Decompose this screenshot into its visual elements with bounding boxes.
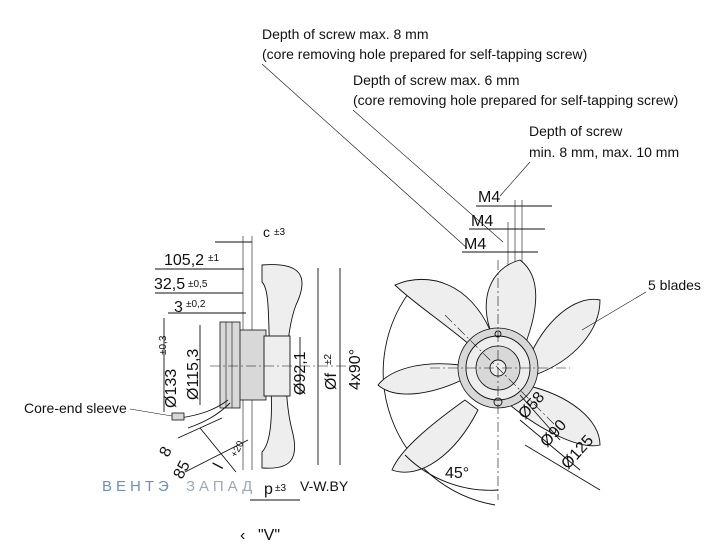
leader-blades <box>581 291 647 331</box>
m4-label-middle: M4 <box>471 213 493 230</box>
dim-133-label: Ø133 <box>163 369 180 408</box>
front-view: Ø58 Ø90 Ø125 45° <box>377 259 601 506</box>
leader-screw-1 <box>261 63 468 249</box>
leader-core-end-sleeve <box>129 408 173 417</box>
dim-3-tolerance: ±0,2 <box>186 299 206 310</box>
dim-125-line <box>524 444 601 491</box>
front-center-line-diag <box>444 314 561 431</box>
core-end-sleeve-shape <box>171 412 185 421</box>
cable-2 <box>187 402 231 429</box>
blade-1 <box>394 278 491 346</box>
blade-6 <box>377 363 463 395</box>
m4-label-top: M4 <box>478 189 500 206</box>
watermark-left: ВЕНТЭ <box>102 478 173 495</box>
dim-f-label: Øf <box>323 373 340 390</box>
screw-depth-1-note: (core removing hole prepared for self-ta… <box>262 46 587 62</box>
screw-depth-2-note: (core removing hole prepared for self-ta… <box>353 92 678 108</box>
dim-c-label: c <box>263 224 270 240</box>
dim-c-tolerance: ±3 <box>274 227 285 238</box>
blade-2 <box>485 259 537 346</box>
dim-f-tolerance: ±2 <box>323 354 334 365</box>
core-end-sleeve-label: Core-end sleeve <box>24 400 127 416</box>
blade-3 <box>527 298 601 376</box>
cable-1 <box>179 399 229 419</box>
dim-133-tolerance: ±0,3 <box>158 335 169 355</box>
dim-p-tolerance: ±3 <box>275 483 286 494</box>
leader-screw-2 <box>352 109 504 243</box>
angle-45-arc <box>404 454 499 491</box>
dim-115-label: Ø115,3 <box>185 349 202 400</box>
dim-3-label: 3 <box>174 299 183 316</box>
screw-depth-2-title: Depth of screw max. 6 mm <box>353 72 520 88</box>
blades-label: 5 blades <box>648 277 701 293</box>
outer-envelope-arc <box>382 284 496 506</box>
dim-p-label: p <box>264 481 273 498</box>
view-arrow: ‹ <box>240 527 245 544</box>
dim-l-label: l <box>211 461 228 472</box>
dim-105-label: 105,2 <box>164 252 204 269</box>
dim-105-tolerance: ±1 <box>208 253 219 264</box>
motor-flange <box>237 329 267 401</box>
dim-90-line <box>519 419 581 471</box>
motor-stator <box>219 321 241 409</box>
watermark-right: V-W.BY <box>300 478 349 494</box>
dim-85-line <box>184 439 249 473</box>
m4-label-bottom: M4 <box>464 236 486 253</box>
leader-screw-3 <box>499 161 531 197</box>
dim-32-tolerance: ±0,5 <box>188 279 208 290</box>
blade-4 <box>509 384 601 447</box>
dim-l-line <box>199 427 237 473</box>
watermark-middle: ЗАПАД <box>186 478 256 495</box>
dim-8-label: 8 <box>157 444 176 460</box>
dim-32-label: 32,5 <box>154 276 185 293</box>
dim-angle-label: 4x90° <box>347 349 364 390</box>
view-v-label: "V" <box>258 527 280 544</box>
screw-depth-3-range: min. 8 mm, max. 10 mm <box>529 144 679 160</box>
dim-92-label: Ø92,1 <box>292 351 309 395</box>
dim-85-label: 85 <box>171 458 194 482</box>
screw-depth-1-title: Depth of screw max. 8 mm <box>262 26 429 42</box>
dim-58-line <box>519 394 561 441</box>
blade-5 <box>391 399 479 473</box>
screw-depth-3-title: Depth of screw <box>529 123 623 139</box>
dim-45-label: 45° <box>445 465 469 482</box>
